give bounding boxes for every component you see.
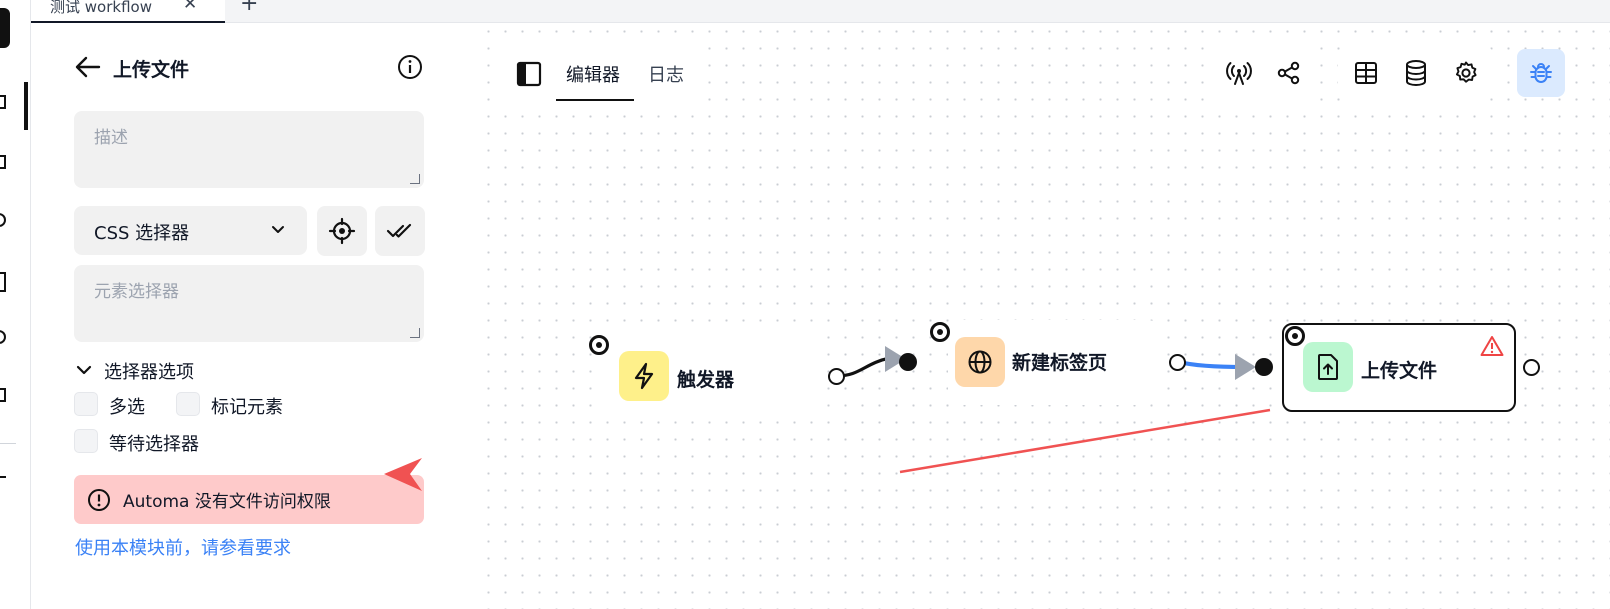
edge-arrowhead bbox=[1235, 354, 1256, 380]
info-icon[interactable] bbox=[397, 54, 423, 84]
panel-title: 上传文件 bbox=[113, 59, 190, 81]
debug-button[interactable] bbox=[1517, 49, 1565, 97]
rail-item-icon[interactable] bbox=[0, 388, 6, 402]
share-icon[interactable] bbox=[1264, 48, 1314, 98]
node-trigger-label: 触发器 bbox=[677, 369, 735, 391]
node-new-tab-icon-box bbox=[955, 337, 1005, 387]
node-trigger-pin-icon[interactable] bbox=[589, 335, 609, 355]
alert-text: Automa 没有文件访问权限 bbox=[123, 492, 331, 512]
rail-divider bbox=[0, 443, 16, 444]
resize-grip-icon[interactable] bbox=[410, 328, 420, 338]
wait-selector-label: 等待选择器 bbox=[109, 434, 199, 455]
rail-item-icon[interactable] bbox=[0, 330, 6, 344]
tab-workflow-title[interactable]: 测试 workflow bbox=[50, 0, 152, 16]
rail-item-icon[interactable] bbox=[0, 155, 6, 169]
multiple-checkbox[interactable] bbox=[74, 392, 98, 416]
resize-grip-icon[interactable] bbox=[410, 174, 420, 184]
node-trigger[interactable]: 触发器 bbox=[602, 333, 817, 418]
annotation-arrow-line bbox=[899, 408, 1271, 474]
warning-triangle-icon[interactable] bbox=[1480, 335, 1504, 361]
wait-selector-checkbox[interactable] bbox=[74, 429, 98, 453]
rail-item-icon[interactable] bbox=[0, 213, 6, 227]
permission-alert: Automa 没有文件访问权限 bbox=[74, 475, 424, 524]
block-settings-panel: 上传文件 描述 CSS 选择器 元素选择器 选择器选项 多选 标记元素 等待选择… bbox=[31, 23, 480, 609]
requirements-link[interactable]: 使用本模块前，请参看要求 bbox=[75, 538, 291, 559]
multiple-label: 多选 bbox=[109, 397, 145, 418]
app-rail bbox=[0, 0, 31, 609]
rail-item-icon[interactable] bbox=[0, 476, 6, 478]
rail-item-icon[interactable] bbox=[0, 95, 6, 109]
selector-options-label: 选择器选项 bbox=[104, 362, 194, 383]
selector-options-toggle[interactable]: 选择器选项 bbox=[75, 358, 225, 383]
gear-icon[interactable] bbox=[1441, 48, 1491, 98]
data-toolbar bbox=[1338, 45, 1493, 101]
chevron-down-icon bbox=[270, 221, 286, 241]
node-upload-pin-icon[interactable] bbox=[1285, 326, 1305, 346]
edges-layer bbox=[836, 346, 1271, 474]
editor-tabs-toolbar: 编辑器 日志 bbox=[500, 45, 706, 103]
edge-trigger-newtab bbox=[836, 356, 891, 378]
alert-circle-icon bbox=[87, 488, 111, 516]
globe-icon bbox=[968, 350, 992, 374]
rail-item-icon[interactable] bbox=[0, 272, 6, 292]
chevron-down-icon bbox=[75, 362, 93, 382]
database-icon[interactable] bbox=[1391, 48, 1441, 98]
element-selector-field[interactable]: 元素选择器 bbox=[74, 265, 424, 342]
share-toolbar bbox=[1211, 45, 1317, 101]
node-new-tab-label: 新建标签页 bbox=[1012, 352, 1108, 374]
node-new-tab-pin-icon[interactable] bbox=[930, 322, 950, 342]
table-icon[interactable] bbox=[1341, 48, 1391, 98]
workflow-canvas[interactable]: 编辑器 日志 bbox=[480, 23, 1610, 609]
double-check-icon bbox=[386, 223, 412, 238]
tab-logs[interactable]: 日志 bbox=[648, 65, 684, 86]
node-trigger-icon-box bbox=[619, 351, 669, 401]
selector-type-select[interactable]: CSS 选择器 bbox=[74, 206, 307, 255]
node-new-tab-output-port[interactable] bbox=[1169, 354, 1186, 371]
node-new-tab[interactable]: 新建标签页 bbox=[948, 320, 1158, 405]
file-upload-icon bbox=[1318, 354, 1338, 380]
description-field[interactable]: 描述 bbox=[74, 111, 424, 188]
add-tab-icon[interactable]: + bbox=[240, 0, 259, 16]
node-upload-icon-box bbox=[1303, 342, 1353, 392]
toggle-sidebar-icon[interactable] bbox=[516, 61, 542, 91]
element-selector-placeholder: 元素选择器 bbox=[94, 282, 179, 302]
verify-selector-button[interactable] bbox=[375, 206, 425, 256]
tab-editor[interactable]: 编辑器 bbox=[566, 65, 620, 86]
node-new-tab-input-port[interactable] bbox=[899, 353, 917, 371]
node-upload-file[interactable]: 上传文件 bbox=[1282, 323, 1516, 412]
description-placeholder: 描述 bbox=[94, 128, 128, 148]
back-arrow-icon[interactable] bbox=[75, 55, 101, 83]
annotation-arrowhead-overlay bbox=[384, 458, 422, 491]
crosshair-icon bbox=[328, 217, 356, 245]
tab-workflow[interactable] bbox=[31, 0, 225, 23]
lightning-icon bbox=[634, 362, 654, 390]
node-trigger-output-port[interactable] bbox=[828, 368, 845, 385]
tab-editor-underline bbox=[556, 99, 634, 101]
mark-element-checkbox[interactable] bbox=[176, 392, 200, 416]
broadcast-icon[interactable] bbox=[1214, 48, 1264, 98]
tab-strip bbox=[31, 0, 1610, 23]
node-upload-label: 上传文件 bbox=[1361, 360, 1438, 382]
edge-arrowhead bbox=[885, 346, 906, 372]
pick-element-button[interactable] bbox=[317, 206, 367, 256]
node-upload-input-port[interactable] bbox=[1255, 358, 1273, 376]
mark-element-label: 标记元素 bbox=[211, 397, 283, 418]
node-upload-output-port[interactable] bbox=[1523, 359, 1540, 376]
tab-close-icon[interactable]: ✕ bbox=[183, 0, 198, 14]
app-logo-icon[interactable] bbox=[0, 8, 10, 48]
selector-type-value: CSS 选择器 bbox=[94, 223, 190, 244]
bug-icon bbox=[1530, 63, 1552, 83]
rail-active-indicator bbox=[24, 82, 28, 130]
